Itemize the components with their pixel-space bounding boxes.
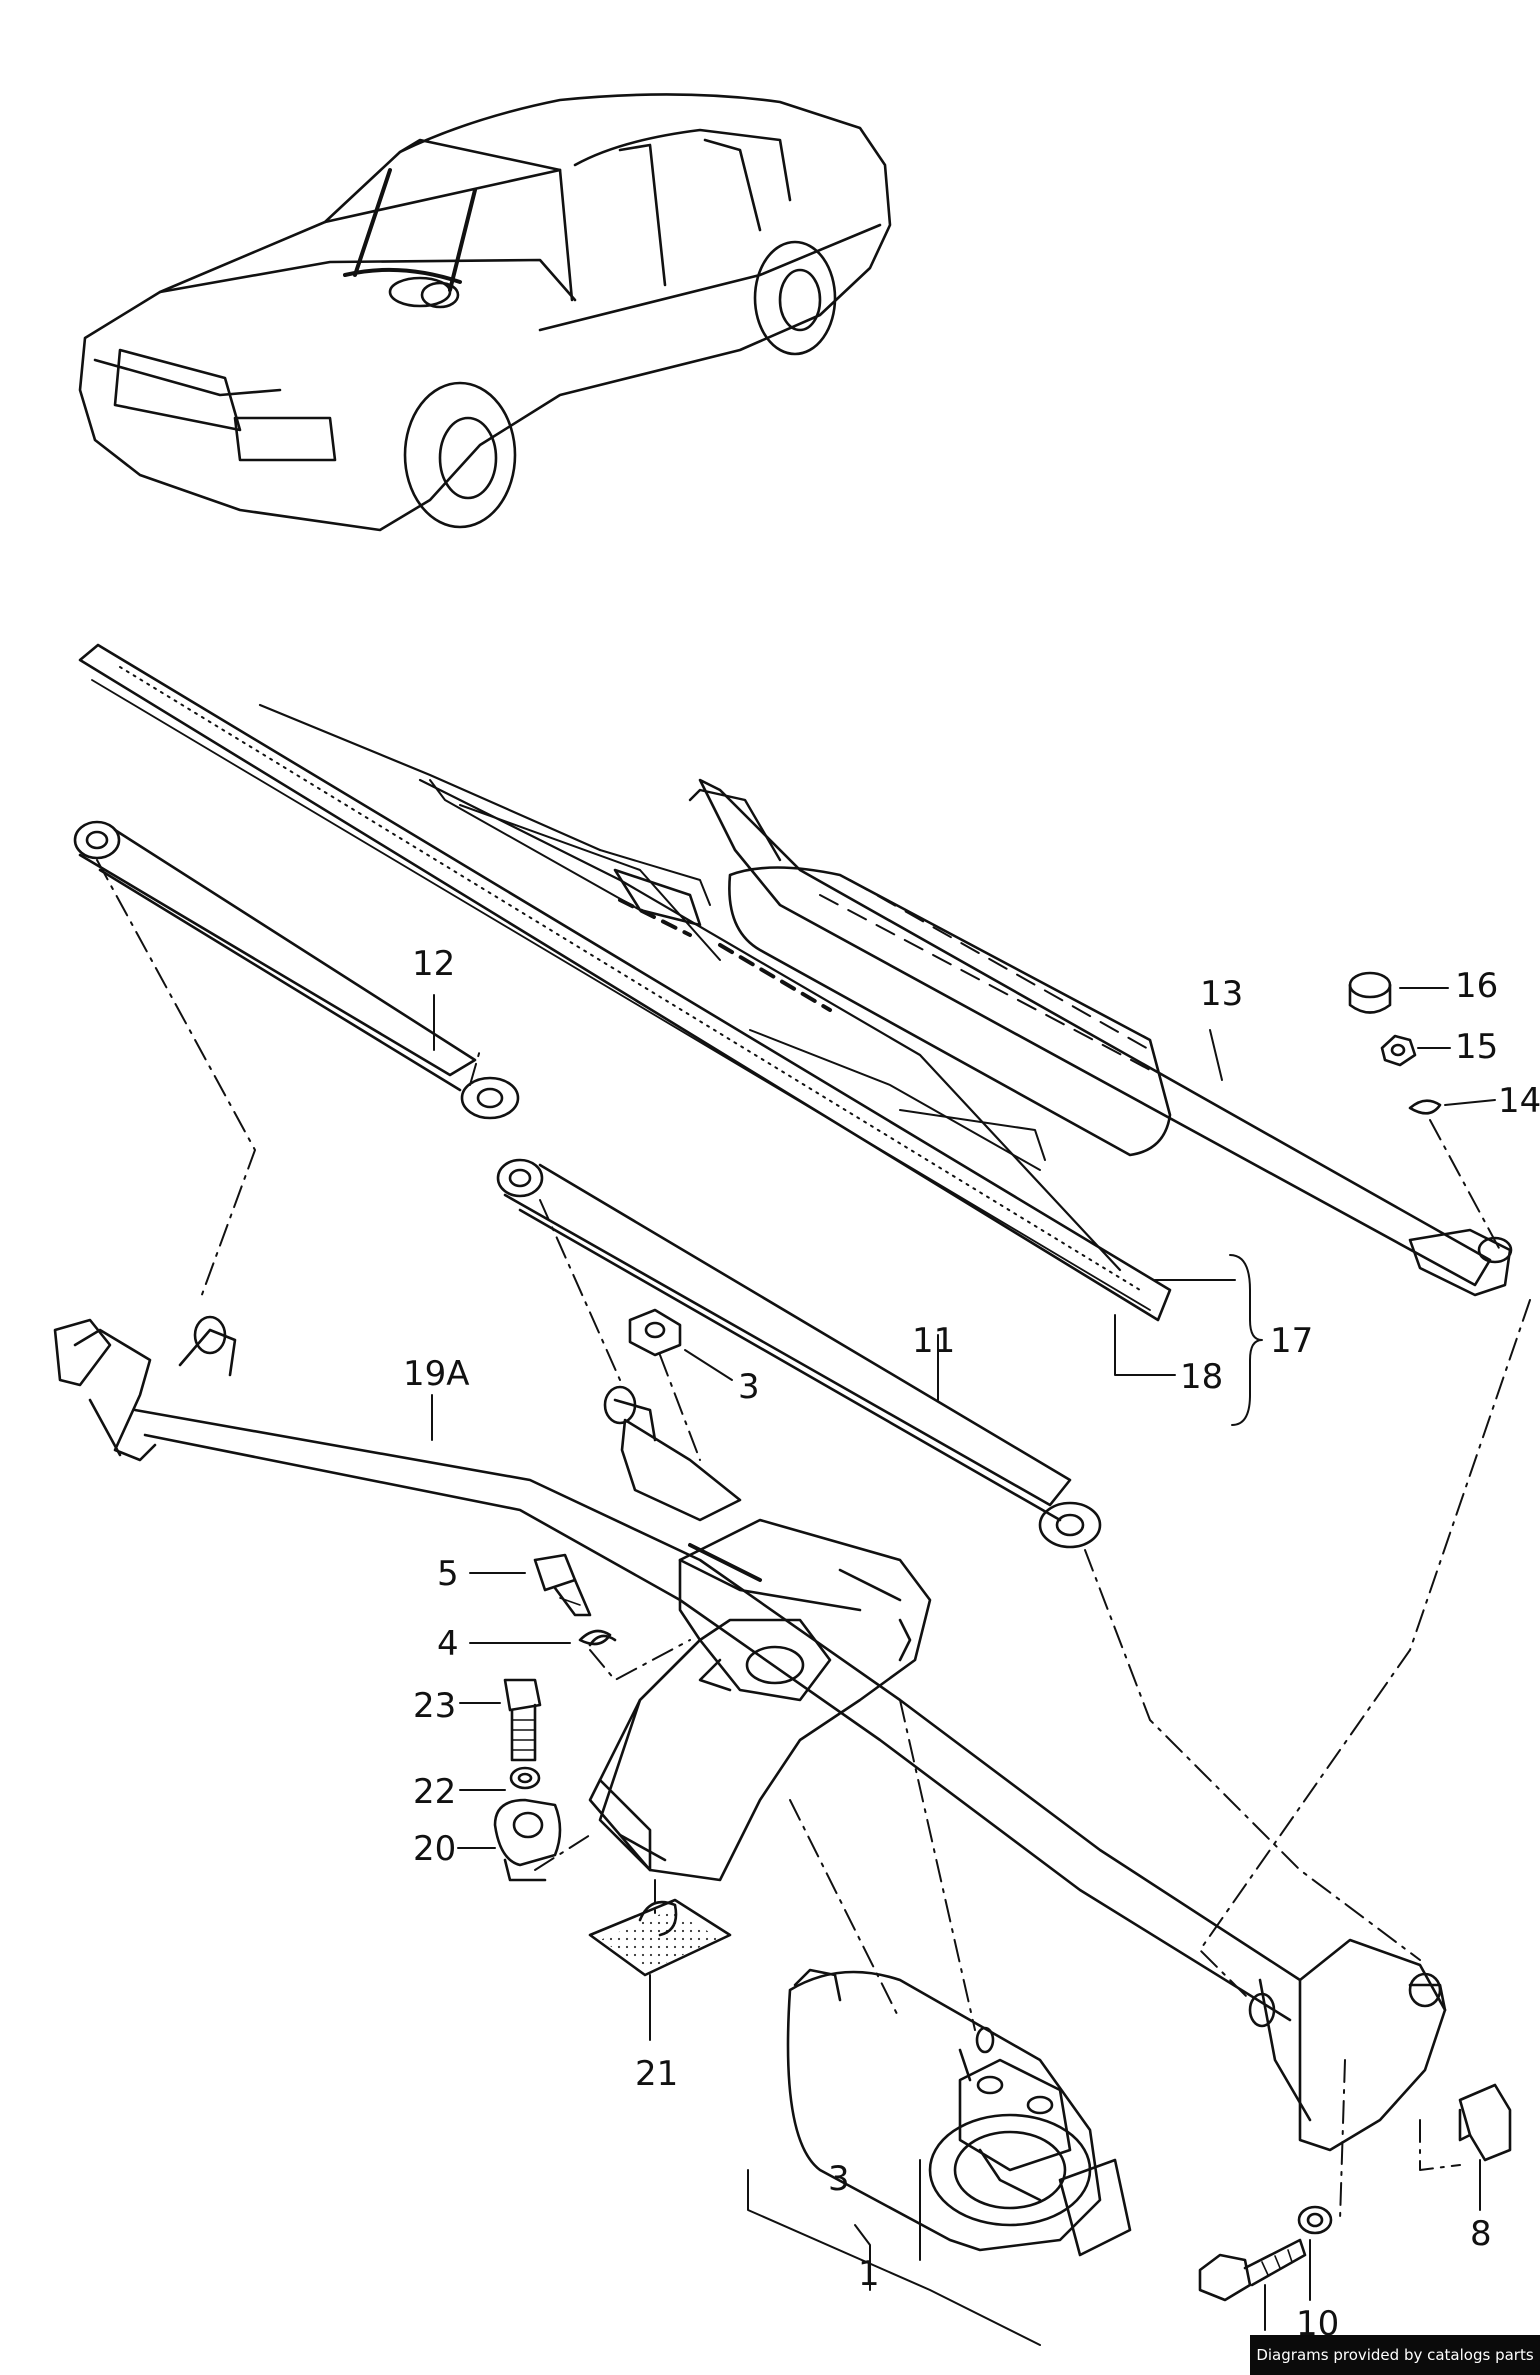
clip-8 — [1458, 2083, 1512, 2162]
bolt-10 — [1198, 2238, 1307, 2302]
washer-4 — [578, 1629, 617, 1647]
label-16: 16 — [1455, 966, 1498, 1006]
label-19a: 19A — [403, 1354, 470, 1394]
linkage-19a — [53, 1315, 1447, 2152]
label-11: 11 — [912, 1321, 955, 1361]
label-23: 23 — [413, 1686, 456, 1726]
label-15: 15 — [1455, 1027, 1498, 1067]
bolt-23 — [503, 1678, 542, 1762]
leader-lines — [431, 987, 1496, 2346]
label-4: 4 — [437, 1624, 459, 1664]
mount-pad-21 — [588, 1898, 732, 1977]
pushrod-12 — [73, 820, 520, 1120]
washer-22 — [509, 1766, 541, 1790]
label-20: 20 — [413, 1829, 456, 1869]
part-labels: 12 13 16 15 14 17 18 11 3 19A 5 4 23 22 … — [403, 944, 1540, 2344]
wiper-blade — [78, 643, 1172, 1322]
label-5: 5 — [437, 1554, 459, 1594]
label-18: 18 — [1180, 1357, 1223, 1397]
pushrod-11 — [496, 1158, 1102, 1549]
wiper-arm — [688, 778, 1513, 1297]
bolt-5 — [533, 1553, 592, 1617]
cap-16 — [1348, 971, 1392, 1014]
label-12: 12 — [412, 944, 455, 984]
rubber-mount-20 — [493, 1798, 562, 1882]
nut-15 — [1380, 1034, 1417, 1067]
wiper-motor-1 — [786, 1968, 1132, 2257]
label-3b: 3 — [828, 2159, 850, 2199]
assembly-lines — [96, 859, 1531, 2221]
label-13: 13 — [1200, 974, 1243, 1014]
label-22: 22 — [413, 1772, 456, 1812]
washer-10 — [1297, 2205, 1333, 2235]
label-14: 14 — [1498, 1081, 1540, 1121]
label-17: 17 — [1270, 1321, 1313, 1361]
washer-14 — [1408, 1099, 1442, 1115]
pivot-clip-3 — [603, 1308, 742, 1522]
label-3a: 3 — [738, 1367, 760, 1407]
label-1: 1 — [858, 2254, 880, 2294]
car-illustration — [78, 93, 892, 532]
motor-frame — [588, 1518, 932, 1882]
label-21: 21 — [635, 2054, 678, 2094]
credit-banner: Diagrams provided by catalogs parts — [1250, 2335, 1540, 2375]
label-8: 8 — [1470, 2214, 1492, 2254]
